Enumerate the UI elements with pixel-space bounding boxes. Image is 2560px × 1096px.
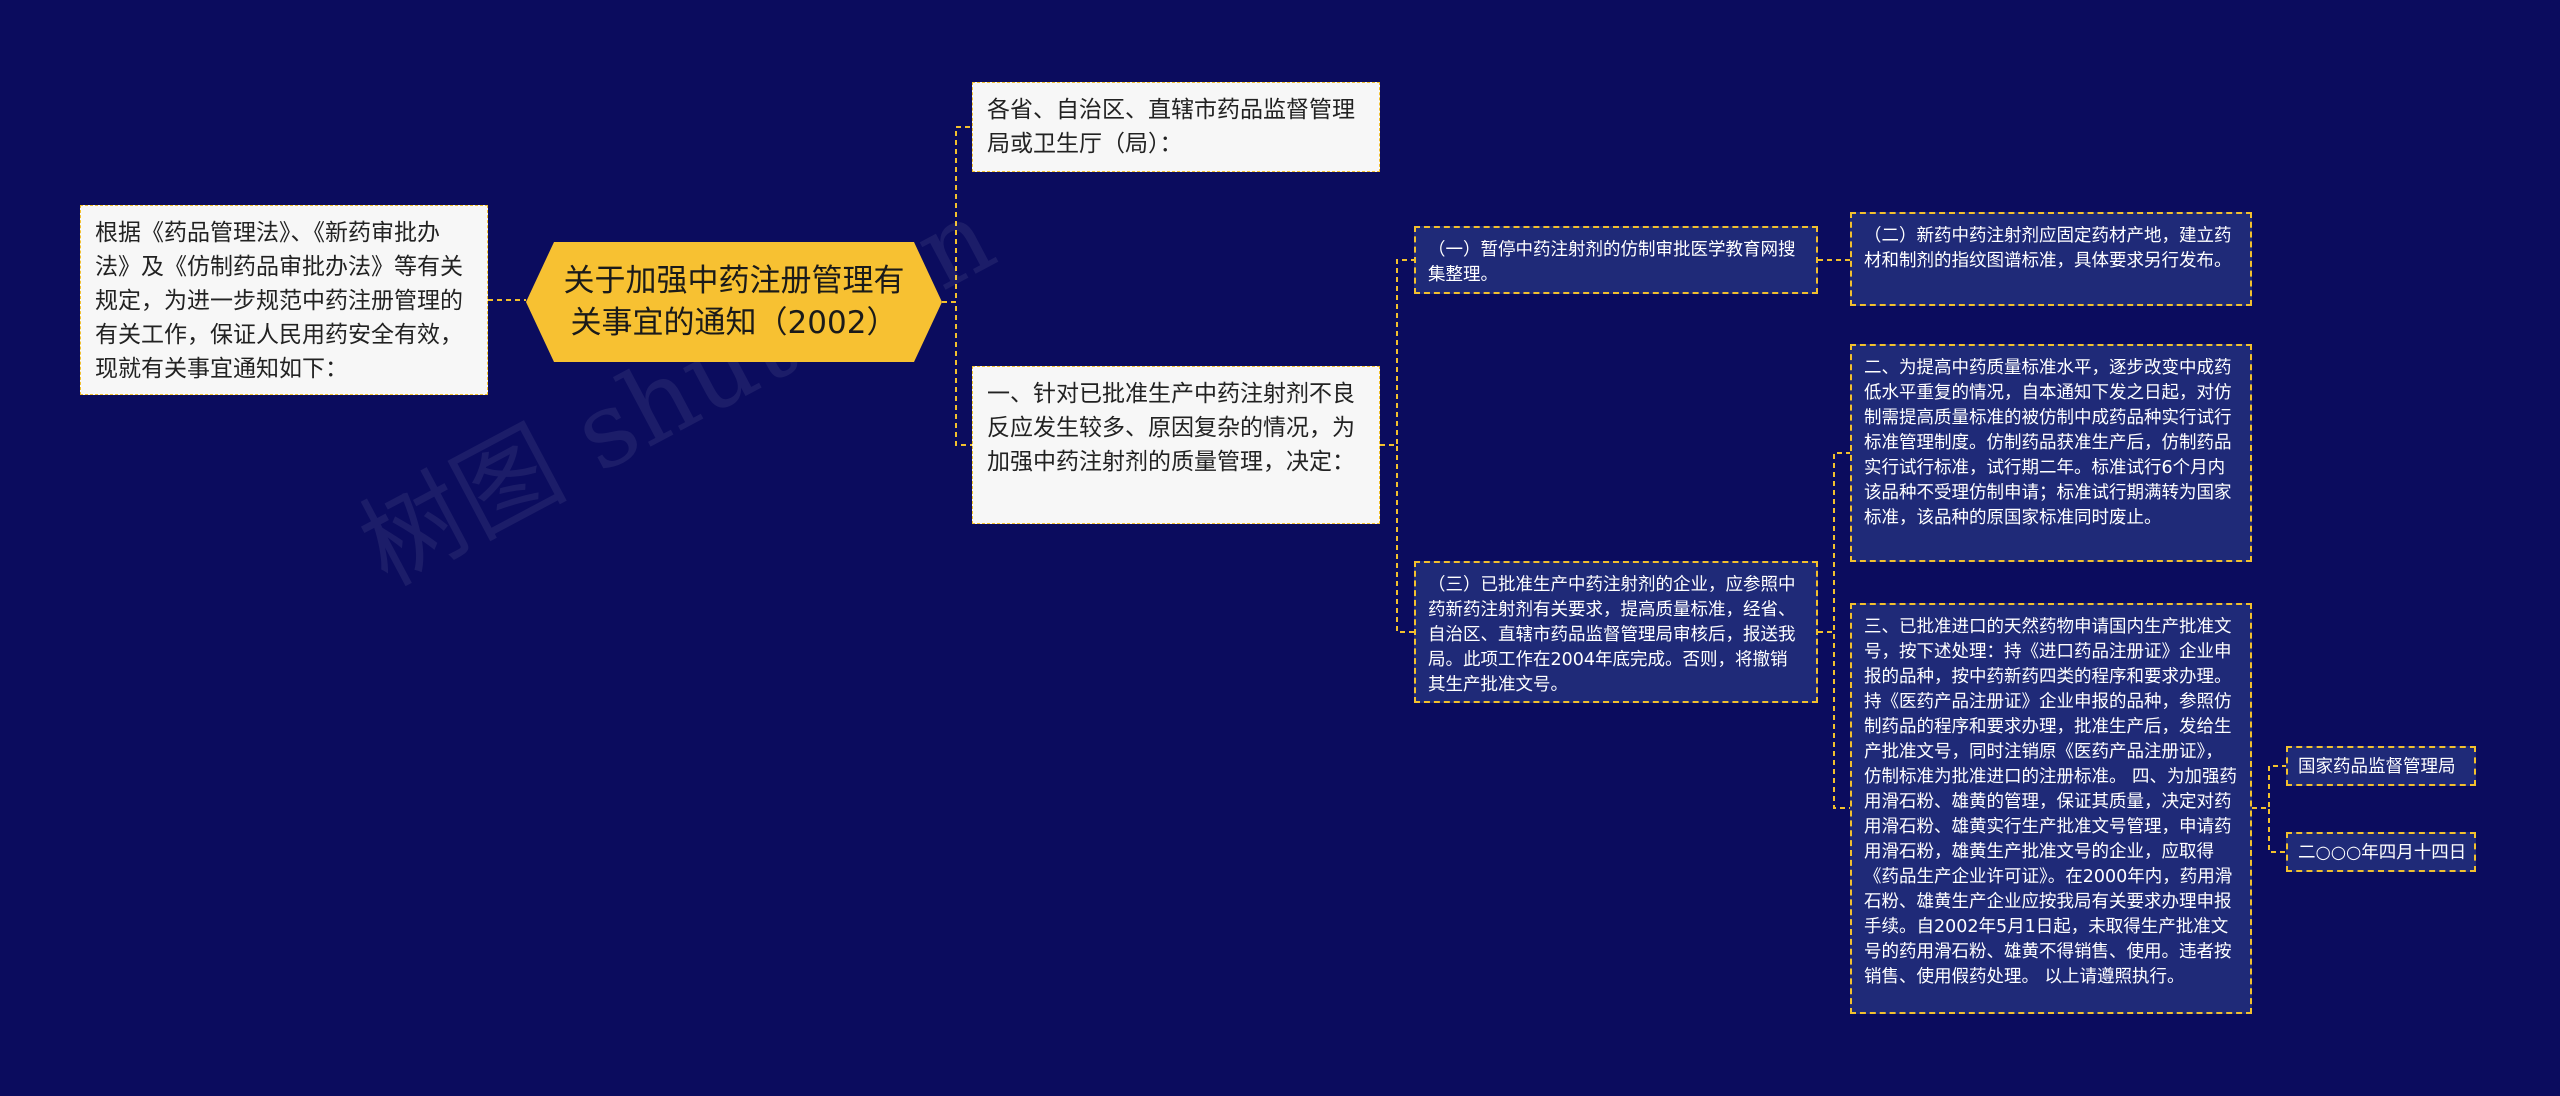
- issuer-node[interactable]: 国家药品监督管理局: [2286, 746, 2476, 786]
- root-topic[interactable]: 关于加强中药注册管理有关事宜的通知（2002）: [526, 242, 942, 362]
- decision-node[interactable]: 一、针对已批准生产中药注射剂不良反应发生较多、原因复杂的情况，为加强中药注射剂的…: [972, 366, 1380, 524]
- connector-section3-to-date: [2252, 807, 2286, 853]
- connector-section3-to-issuer: [2252, 765, 2286, 809]
- addressee-node[interactable]: 各省、自治区、直辖市药品监督管理局或卫生厅（局）：: [972, 82, 1380, 172]
- section-2-node[interactable]: 二、为提高中药质量标准水平，逐步改变中成药低水平重复的情况，自本通知下发之日起，…: [1850, 344, 2252, 562]
- item-2-node[interactable]: （二）新药中药注射剂应固定药材产地，建立药材和制剂的指纹图谱标准，具体要求另行发…: [1850, 212, 2252, 306]
- item-3-node[interactable]: （三）已批准生产中药注射剂的企业，应参照中药新药注射剂有关要求，提高质量标准，经…: [1414, 561, 1818, 703]
- date-node[interactable]: 二○○○年四月十四日: [2286, 832, 2476, 872]
- connector-root-to-decision: [942, 301, 972, 446]
- intro-note[interactable]: 根据《药品管理法》、《新药审批办法》及《仿制药品审批办法》等有关规定，为进一步规…: [80, 205, 488, 395]
- connector-decision-to-item3: [1380, 444, 1414, 633]
- connector-item3-to-section3: [1818, 631, 1850, 809]
- connector-item3-to-section2: [1818, 452, 1850, 633]
- section-3-4-node[interactable]: 三、已批准进口的天然药物申请国内生产批准文号，按下述处理：持《进口药品注册证》企…: [1850, 603, 2252, 1014]
- connector-decision-to-item1: [1380, 259, 1414, 446]
- connector-root-to-addressee: [942, 126, 972, 303]
- item-1-node[interactable]: （一）暂停中药注射剂的仿制审批医学教育网搜集整理。: [1414, 226, 1818, 294]
